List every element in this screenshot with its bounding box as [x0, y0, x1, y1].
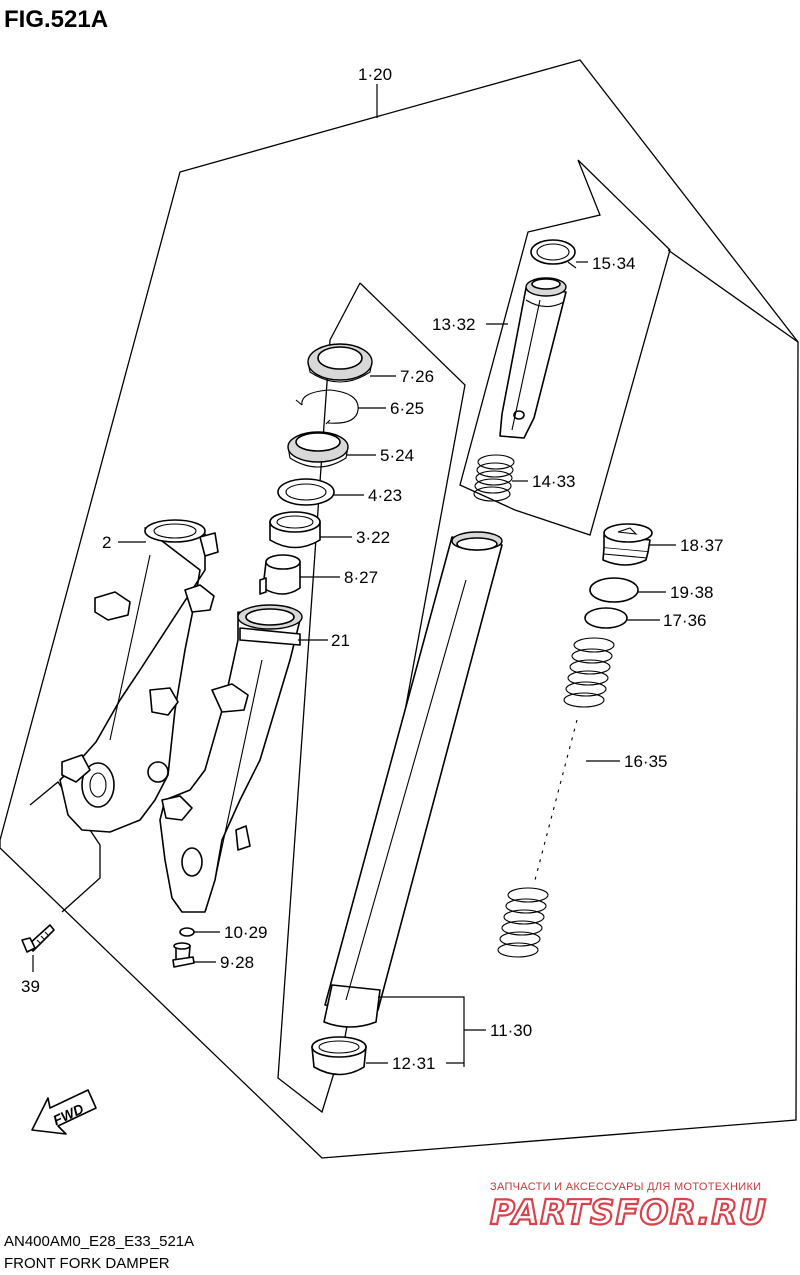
callout-5-24: 5·24 [380, 446, 414, 465]
bolt-part-39 [21, 924, 55, 953]
callout-2: 2 [102, 533, 111, 552]
model-code: AN400AM0_E28_E33_521A [4, 1233, 194, 1250]
callout-17-36: 17·36 [663, 611, 706, 630]
washer-part-17 [584, 607, 628, 629]
outer-fork-leg-part-2 [59, 519, 219, 833]
callout-18-37: 18·37 [680, 536, 723, 555]
fwd-arrow-icon: FWD [31, 1089, 97, 1135]
callout-8-27: 8·27 [344, 568, 378, 587]
callout-6-25: 6·25 [390, 399, 424, 418]
o-ring-part-19 [589, 577, 639, 603]
axle-bracket-boundary [29, 781, 101, 913]
circlip-part-6 [295, 389, 359, 425]
spring-group-boundary [667, 249, 799, 343]
cap-bolt-part-18 [602, 523, 653, 566]
damper-rod-part-13 [499, 277, 567, 439]
callout-19-38: 19·38 [670, 583, 713, 602]
watermark-tagline: ЗАПЧАСТИ И АКСЕССУАРЫ ДЛЯ МОТОТЕХНИКИ [490, 1181, 761, 1193]
callout-21: 21 [331, 631, 350, 650]
callout-4-23: 4·23 [368, 486, 402, 505]
fork-spring-part-16 [497, 637, 615, 958]
callout-13-32: 13·32 [432, 315, 475, 334]
callout-12-31: 12·31 [392, 1054, 435, 1073]
oil-seal-part-5 [287, 431, 349, 468]
retainer-part-4 [277, 478, 335, 506]
dust-seal-part-7 [307, 343, 373, 383]
watermark-brand: PARTSFOR.RU [490, 1193, 767, 1233]
outer-fork-leg-part-21 [159, 604, 303, 913]
callout-39: 39 [21, 977, 40, 996]
callout-15-34: 15·34 [592, 254, 635, 273]
callout-9-28: 9·28 [220, 953, 254, 972]
seal-group-boundary [277, 282, 466, 1114]
guide-bushing-part-12 [311, 1036, 367, 1076]
slide-bushing-part-8 [259, 554, 301, 595]
callout-3-22: 3·22 [356, 528, 390, 547]
callout-11-30: 11·30 [490, 1021, 532, 1040]
outer-assembly-boundary [0, 59, 799, 1159]
damper-rod-group-boundary [459, 159, 671, 536]
ring-part-15 [530, 239, 577, 269]
guide-bushing-part-3 [269, 511, 321, 549]
gasket-part-10 [179, 927, 195, 937]
figure-caption: FRONT FORK DAMPER [4, 1255, 170, 1272]
callout-7-26: 7·26 [400, 367, 434, 386]
callout-labels: 1·20 15·34 13·32 7·26 6·25 5·24 14·33 4·… [21, 65, 723, 1073]
rebound-spring-part-14 [473, 454, 515, 502]
inner-tube-part-11 [323, 531, 503, 1028]
callout-14-33: 14·33 [532, 472, 575, 491]
callout-1-20: 1·20 [358, 65, 392, 84]
callout-10-29: 10·29 [224, 923, 267, 942]
callout-16-35: 16·35 [624, 752, 667, 771]
figure-title: FIG.521A [4, 6, 108, 33]
bolt-part-9 [172, 942, 195, 968]
leader-11-30-bracket [378, 996, 465, 1067]
watermark: ЗАПЧАСТИ И АКСЕССУАРЫ ДЛЯ МОТОТЕХНИКИ PA… [489, 1181, 767, 1234]
